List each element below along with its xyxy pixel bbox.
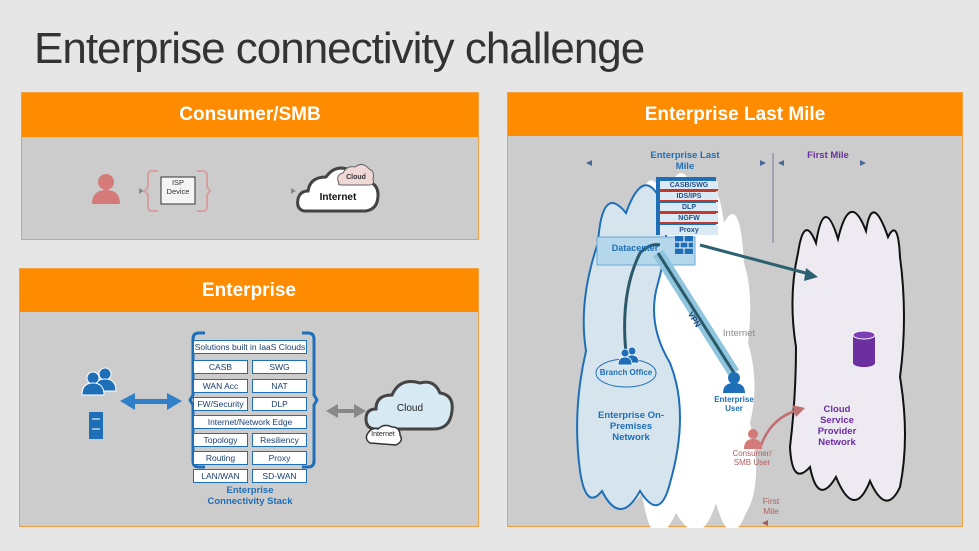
- consumer-panel: Consumer/SMB ISP Device Cloud Internet: [21, 92, 479, 240]
- arrow-icon: [139, 188, 144, 194]
- internet-label: Internet: [371, 431, 395, 438]
- lastmile-panel-title: Enterprise Last Mile: [644, 103, 826, 125]
- stack-cell-proxy: Proxy: [252, 451, 307, 465]
- cloud-label: Cloud: [396, 403, 424, 414]
- consumer-user-label: Consumer/ SMB User: [732, 449, 772, 468]
- consumer-user-icon: [744, 429, 762, 449]
- consumer-arrow: [758, 408, 799, 449]
- lastmile-panel-header: Enterprise Last Mile: [508, 93, 962, 136]
- stack-label: Enterprise Connectivity Stack: [207, 485, 293, 507]
- csp-cloud-shape: [788, 210, 906, 502]
- isp-device-label: ISP Device: [166, 178, 190, 196]
- on-prem-label: Enterprise On-Premises Network: [598, 410, 664, 443]
- database-icon: [852, 330, 876, 367]
- first-mile-bottom-label: First Mile: [762, 496, 780, 516]
- stack-cell-sd-wan: SD-WAN: [252, 469, 307, 483]
- cloud-label: Cloud: [346, 174, 366, 181]
- internet-label: Internet: [722, 328, 756, 339]
- stack-mid: Internet/Network Edge: [193, 415, 307, 429]
- enterprise-last-mile-label: Enterprise Last Mile: [650, 150, 720, 172]
- lastmile-panel: Enterprise Last Mile: [507, 92, 963, 528]
- stack-cell-nat: NAT: [252, 379, 307, 393]
- enterprise-user-label: Enterprise User: [714, 395, 754, 414]
- fw-cell-ids-ips: IDS/IPS: [660, 192, 718, 202]
- stack-cell-casb: CASB: [193, 360, 248, 374]
- branch-users-icon: [617, 346, 640, 366]
- isp-bracket-icon: [143, 170, 212, 212]
- stack-cell-topology: Topology: [193, 433, 248, 447]
- enterprise-panel-header: Enterprise: [20, 269, 478, 312]
- fw-cell-casb-swg: CASB/SWG: [660, 181, 718, 191]
- users-icon: [81, 367, 117, 396]
- stack-top: Solutions built in IaaS Clouds: [193, 340, 307, 354]
- gray-double-arrow-icon: [326, 404, 366, 418]
- double-arrow-icon: [120, 393, 182, 410]
- datacenter-to-csp-arrow: [699, 243, 814, 277]
- consumer-panel-title: Consumer/SMB: [179, 104, 321, 125]
- stack-cell-wan-acc: WAN Acc: [193, 379, 248, 393]
- page-title: Enterprise connectivity challenge: [34, 24, 645, 73]
- consumer-panel-header: Consumer/SMB: [22, 93, 478, 137]
- stack-cell-swg: SWG: [252, 360, 307, 374]
- stack-cell-resiliency: Resiliency: [252, 433, 307, 447]
- stack-bracket-icon: [188, 331, 319, 469]
- stack-cell-routing: Routing: [193, 451, 248, 465]
- enterprise-panel-title: Enterprise: [202, 279, 296, 301]
- cloud-icon: [364, 380, 454, 431]
- datacenter-label: Datacenter: [611, 243, 659, 253]
- small-cloud-icon: [337, 163, 374, 186]
- arrow-icon: [291, 188, 296, 194]
- branch-office-label: Branch Office: [599, 368, 653, 377]
- stack-cell-lan-wan: LAN/WAN: [193, 469, 248, 483]
- enterprise-user-icon: [723, 372, 745, 393]
- internet-small-cloud-icon: [365, 424, 403, 446]
- enterprise-diagram: [81, 331, 454, 469]
- server-icon: [89, 412, 103, 439]
- user-icon: [92, 174, 120, 204]
- internet-label: Internet: [319, 192, 357, 203]
- first-mile-top-label: First Mile: [807, 150, 849, 161]
- csp-label: Cloud Service Provider Network: [817, 404, 857, 448]
- fw-cell-ngfw: NGFW: [660, 214, 718, 224]
- fw-cell-proxy: Proxy: [660, 225, 718, 235]
- stack-cell-dlp: DLP: [252, 397, 307, 411]
- consumer-diagram: [92, 163, 380, 213]
- fw-cell-dlp: DLP: [660, 203, 718, 213]
- firewall-icon: [675, 236, 693, 254]
- stack-cell-fw-security: FW/Security: [193, 397, 248, 411]
- enterprise-panel: Enterprise Solutions built in IaaS Cloud…: [19, 268, 479, 527]
